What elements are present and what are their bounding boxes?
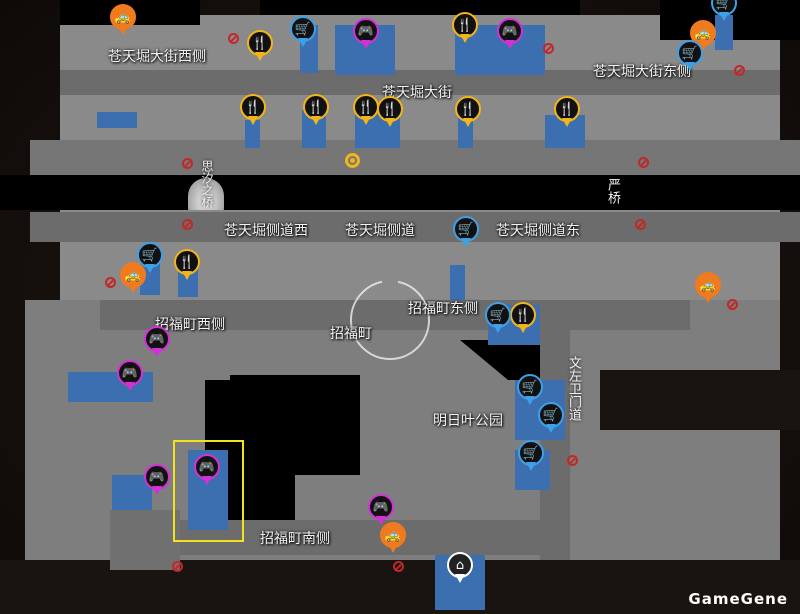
- taxi-pin[interactable]: 🚕: [120, 262, 146, 296]
- arcade-pin[interactable]: 🎮: [368, 494, 394, 528]
- watermark: GameGene: [688, 590, 788, 608]
- shop-area: [715, 15, 733, 50]
- label-side-west: 苍天堀侧道西: [224, 223, 308, 239]
- river: [0, 175, 800, 210]
- no-entry-icon: [567, 455, 578, 466]
- fork-knife-icon: 🍴: [455, 96, 481, 122]
- fork-knife-icon: 🍴: [303, 94, 329, 120]
- label-bunzaemon: 文左卫门道: [566, 356, 581, 421]
- store-pin[interactable]: 🛒: [518, 440, 544, 474]
- fork-knife-icon: 🍴: [510, 302, 536, 328]
- void: [260, 0, 580, 15]
- label-bridge-west: 思汐之桥: [200, 160, 214, 208]
- store-pin[interactable]: 🛒: [453, 216, 479, 250]
- road-sotenbori-main: [60, 70, 780, 95]
- store-pin[interactable]: 🛒: [517, 374, 543, 408]
- fork-knife-icon: 🍴: [452, 12, 478, 38]
- gamepad-icon: 🎮: [353, 18, 379, 44]
- no-entry-icon: [734, 65, 745, 76]
- restaurant-pin[interactable]: 🍴: [455, 96, 481, 130]
- fork-knife-icon: 🍴: [240, 94, 266, 120]
- label-shofuku-east: 招福町东侧: [408, 301, 478, 317]
- fork-knife-icon: 🍴: [554, 96, 580, 122]
- taxi-pin[interactable]: 🚕: [380, 522, 406, 556]
- label-shofuku: 招福町: [330, 326, 372, 342]
- store-pin[interactable]: 🛒: [677, 40, 703, 74]
- shop-area: [450, 265, 465, 300]
- arcade-pin[interactable]: 🎮: [144, 464, 170, 498]
- restaurant-pin[interactable]: 🍴: [510, 302, 536, 336]
- road-sotenbori-lower: [30, 140, 800, 175]
- label-ashitaba-park: 明日叶公园: [433, 413, 503, 429]
- restaurant-pin[interactable]: 🍴: [247, 30, 273, 64]
- label-sotenbori-east: 苍天堀大街东侧: [593, 64, 691, 80]
- road-shofuku-south: [170, 520, 570, 555]
- label-sotenbori-west: 苍天堀大街西侧: [108, 49, 206, 65]
- taxi-pin[interactable]: 🚕: [110, 4, 136, 38]
- restaurant-pin[interactable]: 🍴: [240, 94, 266, 128]
- taxi-pin[interactable]: 🚕: [695, 272, 721, 306]
- no-entry-icon: [543, 43, 554, 54]
- no-entry-icon: [638, 157, 649, 168]
- shop-area: [245, 120, 260, 148]
- home-pin[interactable]: ⌂: [447, 552, 473, 586]
- no-entry-icon: [172, 561, 183, 572]
- block: [110, 510, 180, 570]
- no-entry-icon: [727, 299, 738, 310]
- restaurant-pin[interactable]: 🍴: [452, 12, 478, 46]
- no-entry-icon: [182, 219, 193, 230]
- cart-icon: 🛒: [538, 402, 564, 428]
- no-entry-icon: [635, 219, 646, 230]
- restaurant-pin[interactable]: 🍴: [377, 96, 403, 130]
- restaurant-pin[interactable]: 🍴: [554, 96, 580, 130]
- shop-area: [97, 112, 137, 128]
- label-side-mid: 苍天堀侧道: [345, 223, 415, 239]
- store-pin[interactable]: 🛒: [538, 402, 564, 436]
- gamepad-icon: 🎮: [497, 18, 523, 44]
- gamepad-icon: 🎮: [194, 454, 220, 480]
- cart-icon: 🛒: [453, 216, 479, 242]
- void: [230, 375, 360, 475]
- arcade-pin[interactable]: 🎮: [497, 18, 523, 52]
- taxi-icon: 🚕: [690, 20, 716, 46]
- no-entry-icon: [228, 33, 239, 44]
- gamepad-icon: 🎮: [144, 464, 170, 490]
- selection-box: [173, 440, 244, 542]
- void: [600, 370, 800, 430]
- store-pin[interactable]: 🛒: [485, 302, 511, 336]
- no-entry-icon: [393, 561, 404, 572]
- store-pin[interactable]: 🛒: [290, 16, 316, 50]
- restaurant-pin[interactable]: 🍴: [353, 94, 379, 128]
- no-entry-icon: [105, 277, 116, 288]
- arcade-pin[interactable]: 🎮: [117, 360, 143, 394]
- road-side: [30, 212, 800, 242]
- label-bridge-east: 严桥: [605, 178, 620, 204]
- store-pin[interactable]: 🛒: [711, 0, 737, 24]
- label-sotenbori-main: 苍天堀大街: [382, 85, 452, 101]
- arcade-pin[interactable]: 🎮: [353, 18, 379, 52]
- label-shofuku-south: 招福町南侧: [260, 531, 330, 547]
- arcade-pin[interactable]: 🎮: [144, 326, 170, 360]
- taxi-icon: 🚕: [110, 4, 136, 30]
- restaurant-pin[interactable]: 🍴: [303, 94, 329, 128]
- taxi-pin[interactable]: 🚕: [690, 20, 716, 54]
- label-shofuku-west: 招福町西侧: [155, 317, 225, 333]
- label-side-east: 苍天堀侧道东: [496, 223, 580, 239]
- gamepad-icon: 🎮: [368, 494, 394, 520]
- store-pin[interactable]: 🛒: [137, 242, 163, 276]
- fork-knife-icon: 🍴: [247, 30, 273, 56]
- objective-marker[interactable]: [345, 153, 360, 168]
- no-entry-icon: [182, 158, 193, 169]
- arcade-pin-selected[interactable]: 🎮: [194, 454, 220, 488]
- restaurant-pin[interactable]: 🍴: [174, 249, 200, 283]
